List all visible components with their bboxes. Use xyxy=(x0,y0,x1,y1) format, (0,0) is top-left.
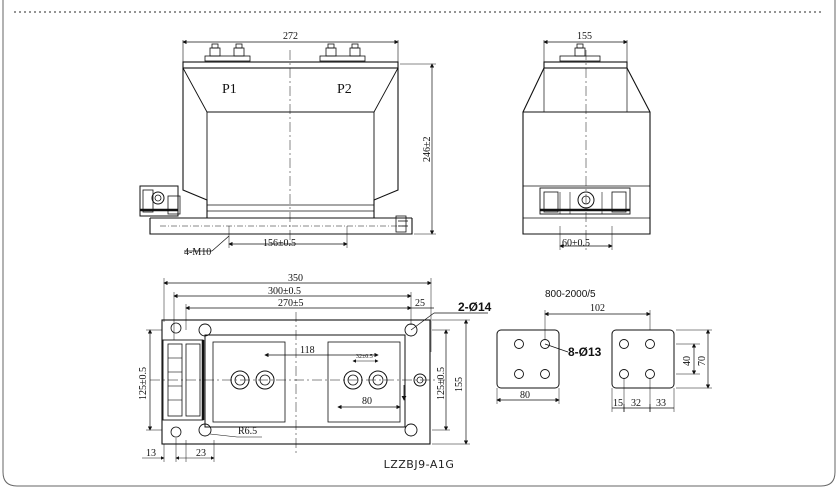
terminal-p1-label: P1 xyxy=(222,82,237,97)
terminal-p2-label: P2 xyxy=(337,82,352,97)
side-view xyxy=(522,39,651,250)
left-height-dim: 125±0.5 xyxy=(138,367,149,400)
overall-height-dim: 155 xyxy=(454,377,465,392)
right-height-dim: 125±0.5 xyxy=(436,367,447,400)
dim-13: 13 xyxy=(146,448,156,459)
model-caption: LZZBJ9-A1G xyxy=(383,458,455,471)
plan-view xyxy=(142,278,488,462)
radius-label: R6.5 xyxy=(238,426,257,437)
detail-hole-callout: 8-Ø13 xyxy=(568,345,602,359)
front-width-dim: 272 xyxy=(283,31,298,42)
plan-bottom-dim: 80 xyxy=(362,396,372,407)
height-70-dim: 70 xyxy=(697,356,708,366)
front-view xyxy=(139,39,436,252)
plan-hole-callout: 2-Ø14 xyxy=(458,300,492,314)
foot-spacing-dim: 60±0.5 xyxy=(562,238,590,249)
side-width-dim: 155 xyxy=(577,31,592,42)
edge-offset-dim: 25 xyxy=(415,298,425,309)
length-1-dim: 300±0.5 xyxy=(268,286,301,297)
overall-length-dim: 350 xyxy=(288,273,303,284)
dim-33: 33 xyxy=(656,398,666,409)
plate-width-dim: 80 xyxy=(520,390,530,401)
length-2-dim: 270±5 xyxy=(278,298,304,309)
front-height-dim: 246±2 xyxy=(422,137,433,163)
terminal-spacing-dim: 118 xyxy=(300,345,315,356)
dim-32: 32 xyxy=(631,398,641,409)
spacing-102-dim: 102 xyxy=(590,303,605,314)
mount-spacing-dim: 156±0.5 xyxy=(263,238,296,249)
height-40-dim: 40 xyxy=(682,356,693,366)
dim-15: 15 xyxy=(613,398,623,409)
ratio-label: 800-2000/5 xyxy=(545,289,596,300)
bolt-label: 4-M10 xyxy=(184,247,211,258)
terminal-detail xyxy=(496,310,712,412)
dim-23: 23 xyxy=(196,448,206,459)
small-dim: 32±0.5 xyxy=(356,354,373,360)
